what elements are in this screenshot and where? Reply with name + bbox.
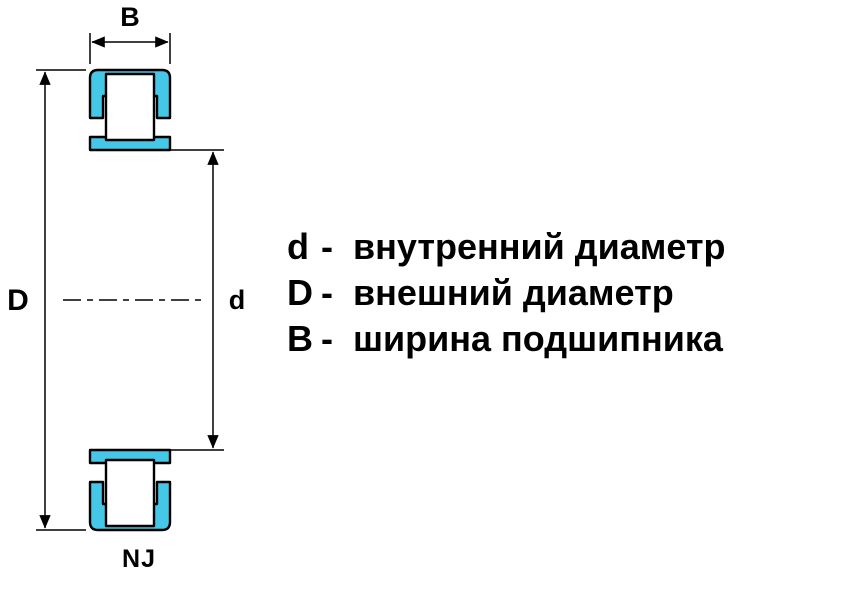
dimension-label-B: B <box>120 2 140 32</box>
dimension-width-B: B <box>89 2 171 64</box>
dimension-label-D: D <box>7 284 29 317</box>
legend-label: внутренний диаметр <box>353 226 726 267</box>
legend-item-inner-diameter: d - внутренний диаметр <box>287 224 726 270</box>
roller-bottom <box>104 458 156 528</box>
legend-separator: - <box>321 226 333 267</box>
roller-top <box>104 72 156 142</box>
legend-label: внешний диаметр <box>353 272 674 313</box>
legend-separator: - <box>321 272 333 313</box>
bearing-type-label: NJ <box>122 545 156 573</box>
bearing-section-top <box>88 68 172 152</box>
legend-symbol: d <box>287 226 309 267</box>
bearing-section-bottom <box>88 448 172 532</box>
legend-separator: - <box>321 318 333 359</box>
dimension-inner-d: d <box>171 149 246 451</box>
legend-item-width: B - ширина подшипника <box>287 316 726 362</box>
legend-symbol: D <box>287 272 313 313</box>
dimension-label-d: d <box>229 285 246 315</box>
legend: d - внутренний диаметр D - внешний диаме… <box>287 224 726 362</box>
legend-label: ширина подшипника <box>353 318 723 359</box>
legend-symbol: B <box>287 318 313 359</box>
legend-item-outer-diameter: D - внешний диаметр <box>287 270 726 316</box>
dimension-outer-D: D <box>7 69 86 531</box>
